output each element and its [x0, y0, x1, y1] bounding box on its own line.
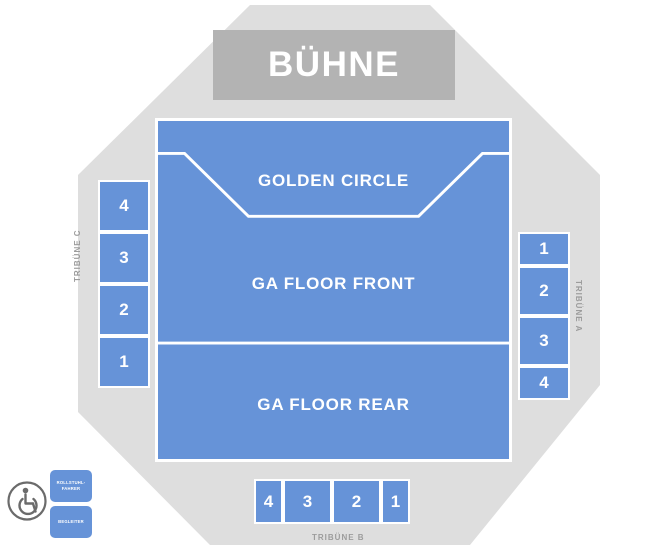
- tribune-b-block-3[interactable]: 3: [283, 479, 332, 524]
- tribune-a-block-2[interactable]: 2: [518, 266, 570, 316]
- tribune-c-name-label: TRIBÜNE C: [73, 229, 82, 282]
- legend-chip-wheelchair[interactable]: ROLLSTUHL-FAHRER: [50, 470, 92, 502]
- tribune-a-block-4-label: 4: [539, 373, 549, 392]
- tribune-b-block-1-label: 1: [390, 491, 401, 511]
- tribune-c-block-4[interactable]: 4: [98, 180, 150, 232]
- legend-chip-wheelchair-label: ROLLSTUHL-FAHRER: [56, 480, 86, 491]
- tribune-c-block-1-label: 1: [119, 352, 129, 371]
- stage-label: BÜHNE: [268, 45, 400, 84]
- tribune-b-block-4-label: 4: [263, 491, 274, 511]
- stage-block: BÜHNE: [213, 30, 455, 100]
- tribune-c-block-4-label: 4: [119, 196, 129, 215]
- tribune-c-block-3-label: 3: [119, 248, 129, 267]
- tribune-c-block-2[interactable]: 2: [98, 284, 150, 336]
- tribune-b-name-label: TRIBÜNE B: [312, 533, 365, 542]
- legend-chip-companion-label: BEGLEITER: [58, 519, 84, 525]
- tribune-a-block-3[interactable]: 3: [518, 316, 570, 366]
- tribune-b-block-2[interactable]: 2: [332, 479, 381, 524]
- tribune-a-block-1[interactable]: 1: [518, 232, 570, 266]
- wheelchair-accessible-icon: [7, 481, 47, 521]
- tribune-b-block-1[interactable]: 1: [381, 479, 410, 524]
- tribune-b-block-3-label: 3: [302, 491, 313, 511]
- tribune-a-block-3-label: 3: [539, 331, 549, 350]
- tribune-a-block-2-label: 2: [539, 281, 549, 300]
- tribune-c-block-2-label: 2: [119, 300, 129, 319]
- legend-chip-companion[interactable]: BEGLEITER: [50, 506, 92, 538]
- tribune-a-block-4[interactable]: 4: [518, 366, 570, 400]
- floor-dividers: [158, 151, 509, 345]
- tribune-a-block-1-label: 1: [539, 239, 549, 258]
- tribune-a-name-label: TRIBÜNE A: [574, 280, 583, 333]
- tribune-c-block-3[interactable]: 3: [98, 232, 150, 284]
- tribune-c-block-1[interactable]: 1: [98, 336, 150, 388]
- tribune-b-block-4[interactable]: 4: [254, 479, 283, 524]
- accessibility-legend: ROLLSTUHL-FAHRER BEGLEITER: [4, 468, 104, 548]
- floor-container: GOLDEN CIRCLE GA FLOOR FRONT GA FLOOR RE…: [155, 118, 512, 462]
- tribune-b-block-2-label: 2: [351, 491, 362, 511]
